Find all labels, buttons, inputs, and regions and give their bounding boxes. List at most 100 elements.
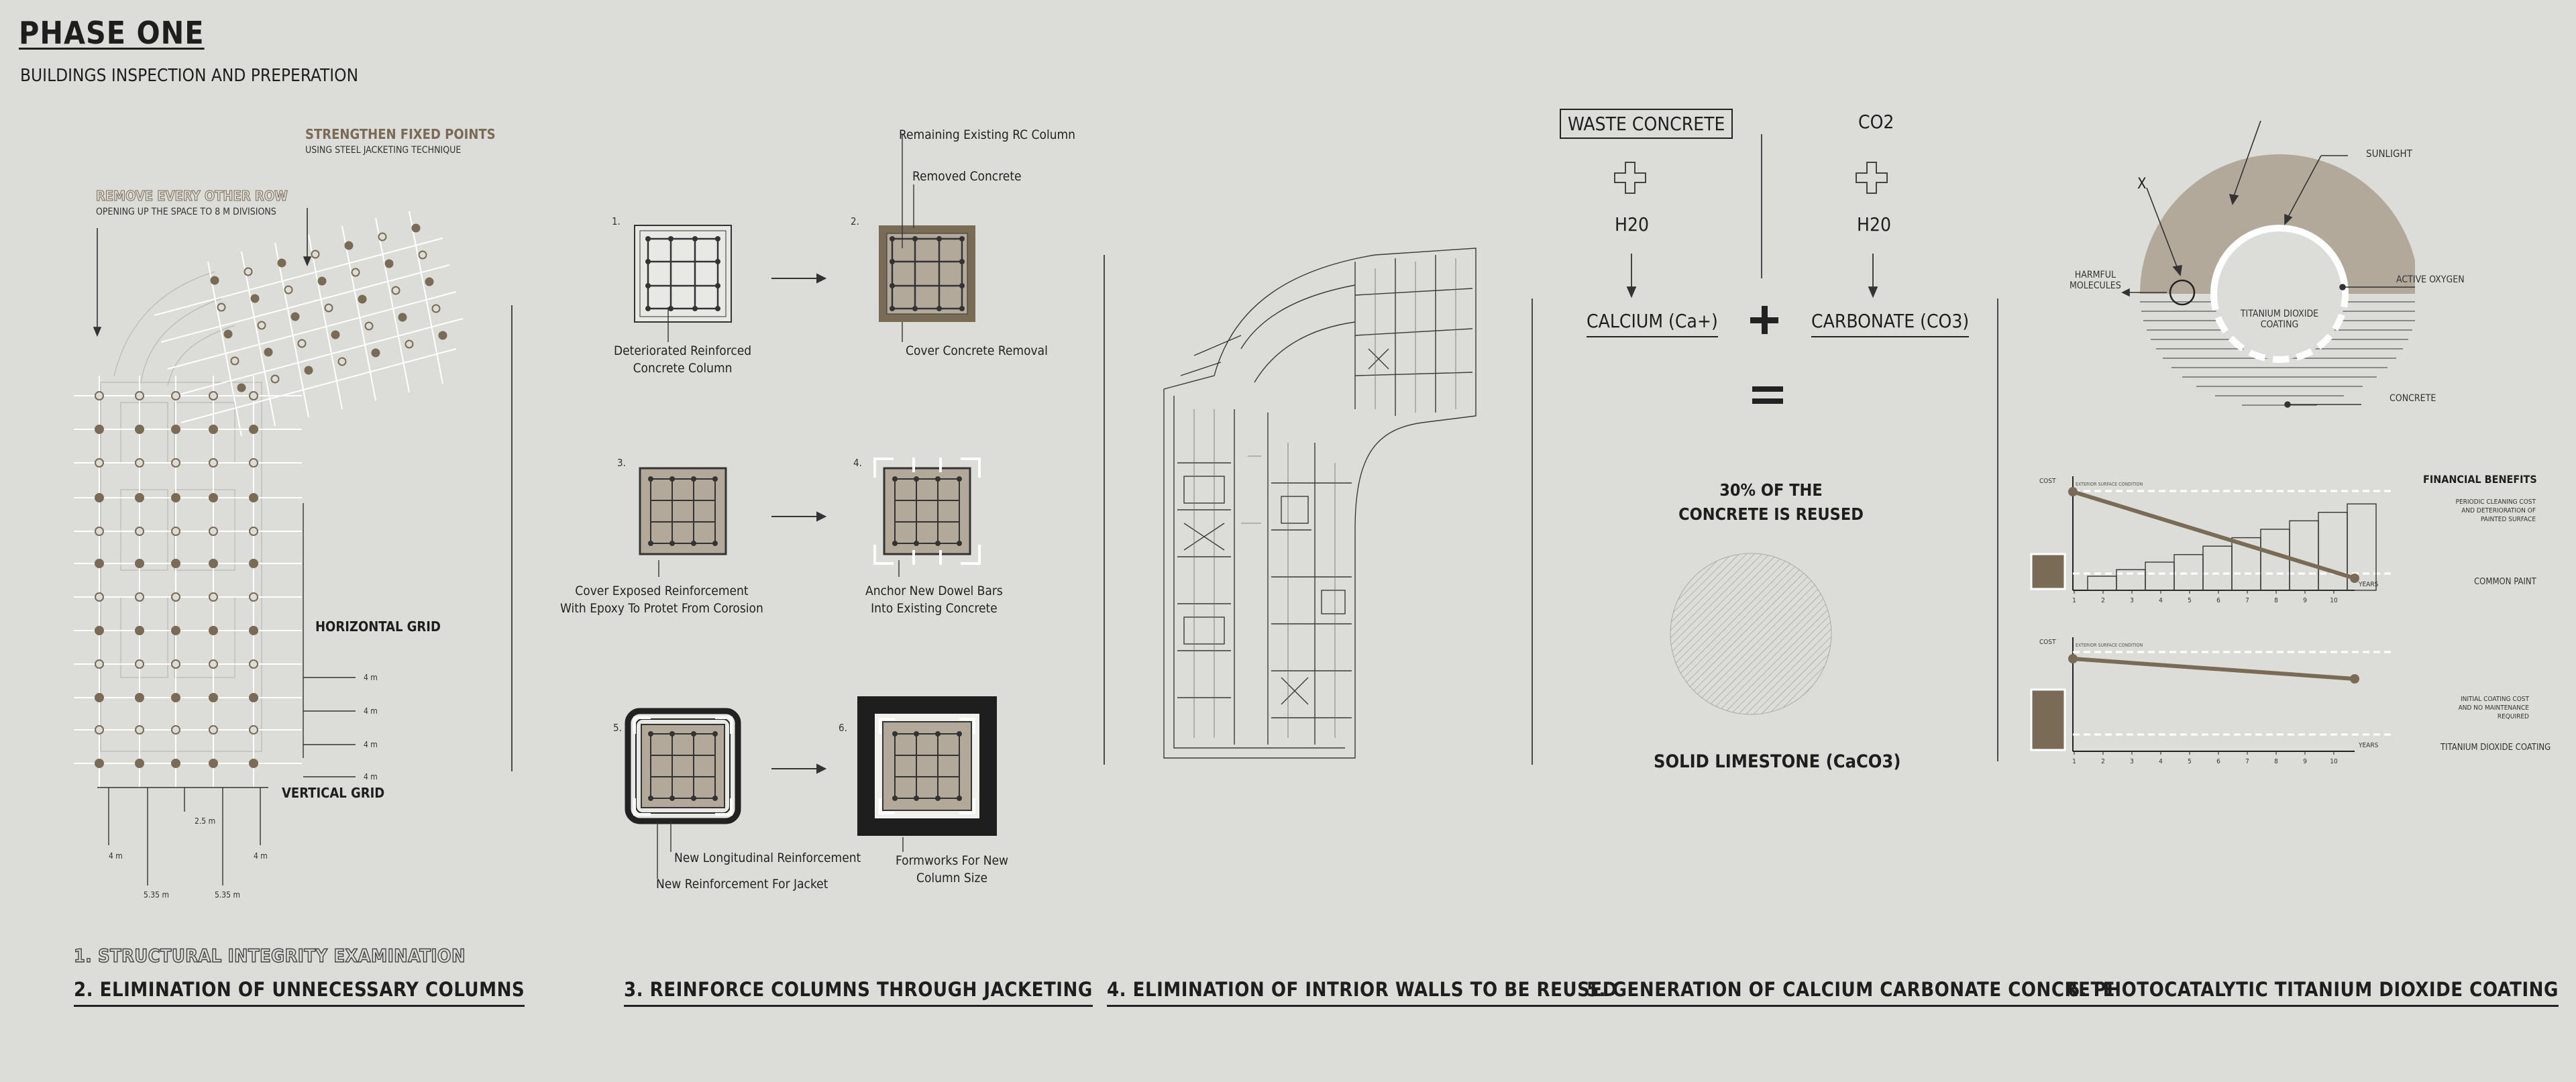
column-removed <box>297 339 307 348</box>
x-tick-label: 2 <box>2101 597 2105 604</box>
column-removed <box>431 304 441 313</box>
column-kept <box>344 241 354 250</box>
tio2-coating-label: TITANIUM DIOXIDE COATING <box>2440 743 2551 753</box>
dim-4m-4: 4 m <box>364 772 378 781</box>
column-6-formwork <box>857 696 997 836</box>
page-subtitle: BUILDINGS INSPECTION AND PREPERATION <box>20 66 359 86</box>
column-kept <box>249 425 258 434</box>
column-kept <box>304 366 313 375</box>
vertical-grid-label: VERTICAL GRID <box>282 785 385 801</box>
column-kept <box>209 493 218 502</box>
column-kept <box>371 348 380 358</box>
column-removed <box>270 374 280 384</box>
limestone-label: SOLID LIMESTONE (CaCO3) <box>1654 751 1901 772</box>
column-removed <box>249 659 258 669</box>
financial-benefits-label: FINANCIAL BENEFITS <box>2423 473 2537 486</box>
column-removed <box>209 527 218 536</box>
x-label: X <box>2137 176 2147 193</box>
arrow-5-6 <box>771 763 827 774</box>
column-kept <box>95 559 104 568</box>
label-deteriorated: Deteriorated Reinforced Concrete Column <box>614 343 752 376</box>
common-paint-label: COMMON PAINT <box>2474 577 2536 587</box>
column-kept <box>277 258 286 268</box>
column-removed <box>95 659 104 669</box>
column-removed <box>351 268 360 277</box>
column-removed <box>135 725 144 735</box>
column-kept <box>411 223 421 233</box>
x-tick-label: 7 <box>2245 597 2249 604</box>
x-tick-label: 5 <box>2188 758 2192 765</box>
column-removed <box>378 232 387 241</box>
label-cover-removal: Cover Concrete Removal <box>906 343 1048 358</box>
horizontal-grid-label: HORIZONTAL GRID <box>315 618 441 635</box>
label-remaining-rc: Remaining Existing RC Column <box>899 127 1076 142</box>
arrow-3-4 <box>771 511 827 522</box>
column-removed <box>95 458 104 468</box>
step-3-title: 3. REINFORCE COLUMNS THROUGH JACKETING <box>624 978 1093 1007</box>
column-kept <box>135 493 144 502</box>
step-4-title: 4. ELIMINATION OF INTRIOR WALLS TO BE RE… <box>1107 978 1617 1007</box>
column-removed <box>249 527 258 536</box>
x-tick-label: 6 <box>2216 758 2220 765</box>
dim-5-35m-2: 5.35 m <box>215 890 240 900</box>
x-tick-label: 10 <box>2330 597 2338 604</box>
column-kept <box>171 626 180 635</box>
column-kept <box>249 759 258 768</box>
trend-line <box>2072 657 2355 681</box>
x-tick-label: 4 <box>2159 597 2163 604</box>
periodic-label: PERIODIC CLEANING COST AND DETERIORATION… <box>2455 498 2536 523</box>
reused-label: 30% OF THE CONCRETE IS REUSED <box>1678 480 1864 524</box>
dim-4m-5: 4 m <box>109 851 123 861</box>
plus-bold-icon <box>1750 306 1778 334</box>
column-kept <box>135 693 144 702</box>
divider-2 <box>1104 255 1105 765</box>
trend-point <box>2068 654 2078 663</box>
x-tick-label: 9 <box>2303 597 2307 604</box>
column-kept <box>95 425 104 434</box>
column-removed <box>135 592 144 602</box>
waste-concrete-box: WASTE CONCRETE <box>1560 109 1733 139</box>
column-removed <box>209 458 218 468</box>
column-kept <box>95 759 104 768</box>
column-removed <box>171 592 180 602</box>
step-1-title: 1. STRUCTURAL INTEGRITY EXAMINATION <box>73 945 466 967</box>
column-kept <box>249 693 258 702</box>
bar <box>2174 554 2204 591</box>
x-tick-label: 6 <box>2216 597 2220 604</box>
column-grid-diagram: 4 m 4 m 4 m 4 m 2.5 m 4 m 4 m 5.35 m 5.3… <box>74 208 464 900</box>
column-removed <box>249 592 258 602</box>
column-removed <box>257 321 266 330</box>
concrete-label: CONCRETE <box>2390 393 2436 404</box>
step-num-2: 2. <box>851 215 859 227</box>
trend-point <box>2350 674 2359 684</box>
step-5-title: 5. GENERATION OF CALCIUM CARBONATE CONCR… <box>1587 978 2116 1007</box>
column-kept <box>171 559 180 568</box>
tio2-label: TITANIUM DIOXIDE COATING <box>2240 309 2319 330</box>
column-kept <box>358 294 367 304</box>
dimension-lines <box>97 503 356 885</box>
column-removed <box>244 267 253 276</box>
x-tick-label: 3 <box>2130 758 2134 765</box>
leader-lines-2 <box>667 134 914 342</box>
carbonate-label: CARBONATE (CO3) <box>1811 310 1970 337</box>
x-tick-label: 3 <box>2130 597 2134 604</box>
column-removed <box>95 592 104 602</box>
column-removed <box>405 339 414 349</box>
trend-line <box>2072 490 2355 580</box>
x-tick-label: 1 <box>2072 758 2076 765</box>
step-num-5: 5. <box>613 722 622 734</box>
jacketing-diagrams: 1. 2. 3. 4. 5. 6. <box>612 134 997 879</box>
column-removed <box>249 458 258 468</box>
exterior-label: EXTERIOR SURFACE CONDITION <box>2076 482 2143 487</box>
column-removed <box>171 391 180 400</box>
exterior-label: EXTERIOR SURFACE CONDITION <box>2076 643 2143 648</box>
column-kept <box>290 312 300 321</box>
divider-5 <box>1997 299 1998 761</box>
column-removed <box>391 286 400 295</box>
column-kept <box>209 759 218 768</box>
bar <box>2347 503 2377 591</box>
column-2-cover-removed <box>879 225 975 322</box>
column-removed <box>135 659 144 669</box>
x-tick-label: 1 <box>2072 597 2076 604</box>
